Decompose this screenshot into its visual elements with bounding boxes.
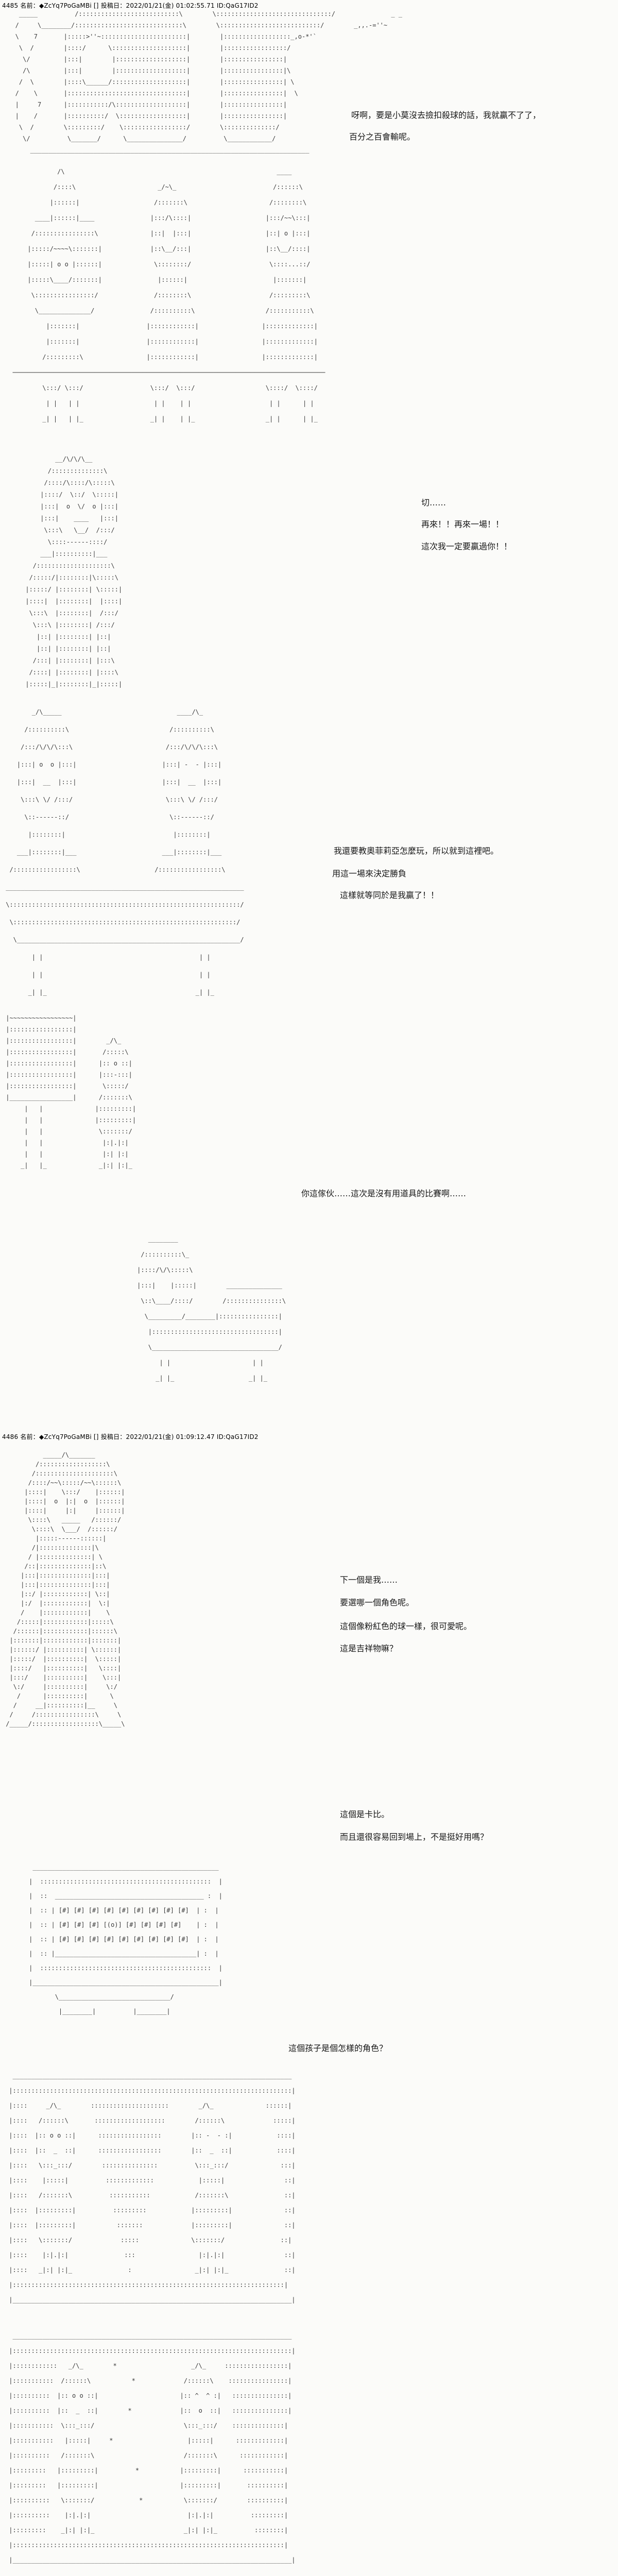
dialogue-line: 用這一場來決定勝負 — [332, 869, 407, 878]
ascii-art-character-select-screen: ________________________________________… — [29, 1863, 222, 2015]
ascii-art-badminton-panel-2: /\ ____ /::::\ _/~\_ /::::::\ |::::::| /… — [12, 168, 325, 422]
ascii-art-badminton-panel-1: _____ /:::::::::::::::::::::::::::\ \:::… — [15, 10, 403, 154]
dialogue-line: 切…… — [421, 498, 447, 507]
dialogue-line: 這次我一定要贏過你！！ — [421, 541, 512, 551]
post-header-4485: 4485 名前：◆ZcYq7PoGaMBi [] 投稿日：2022/01/21(… — [2, 2, 259, 9]
dialogue-line: 這個是卡比。 — [340, 1809, 390, 1819]
dialogue-line: 這個像粉紅色的球一樣，很可愛呢。 — [340, 1621, 472, 1631]
dialogue-line: 下一個是我…… — [340, 1575, 398, 1585]
ascii-art-game-scene-panel-2: ________________________________________… — [9, 2332, 296, 2564]
dialogue-line: 這是吉祥物嘛？ — [340, 1643, 398, 1653]
dialogue-line: 你這傢伙……這次是沒有用道具的比賽啊…… — [301, 1189, 467, 1198]
ascii-art-girl-with-racket: __/\/\/\__ /::::::::::::::\ /::::/\::::/… — [25, 455, 123, 688]
ascii-art-resting-figure: ________ /::::::::::\_ |::::/\/\:::::\ |… — [137, 1235, 286, 1382]
dialogue-line: 百分之百會輸呢。 — [349, 132, 416, 142]
dialogue-line: 要選哪一個角色呢。 — [340, 1598, 415, 1607]
ascii-art-long-haired-girl: _____/\_______ /::::::::::::::::::\ /:::… — [6, 1451, 125, 1727]
ascii-art-game-scene-panel-1: ________________________________________… — [9, 2072, 296, 2303]
dialogue-line: 呀啊，要是小莫沒去撿扣殺球的話，我就贏不了了， — [351, 110, 541, 120]
dialogue-line: 再來！！再來一場！！ — [421, 519, 504, 529]
ascii-art-window-figure: |~~~~~~~~~~~~~~~~~| |:::::::::::::::::| … — [6, 1014, 136, 1169]
ascii-art-two-girls-at-table: _/\_____ ____/\_ /::::::::::\ /:::::::::… — [6, 708, 244, 996]
dialogue-line: 這個孩子是個怎樣的角色？ — [288, 2043, 388, 2053]
post-header-4486: 4486 名前：◆ZcYq7PoGaMBi [] 投稿日：2022/01/21(… — [2, 1433, 259, 1440]
dialogue-line: 我還要教奧菲莉亞怎麼玩，所以就到這裡吧。 — [334, 846, 499, 856]
dialogue-line: 這樣就等同於是我贏了！！ — [340, 890, 439, 900]
dialogue-line: 而且還很容易回到場上，不是挺好用嗎？ — [340, 1832, 489, 1842]
